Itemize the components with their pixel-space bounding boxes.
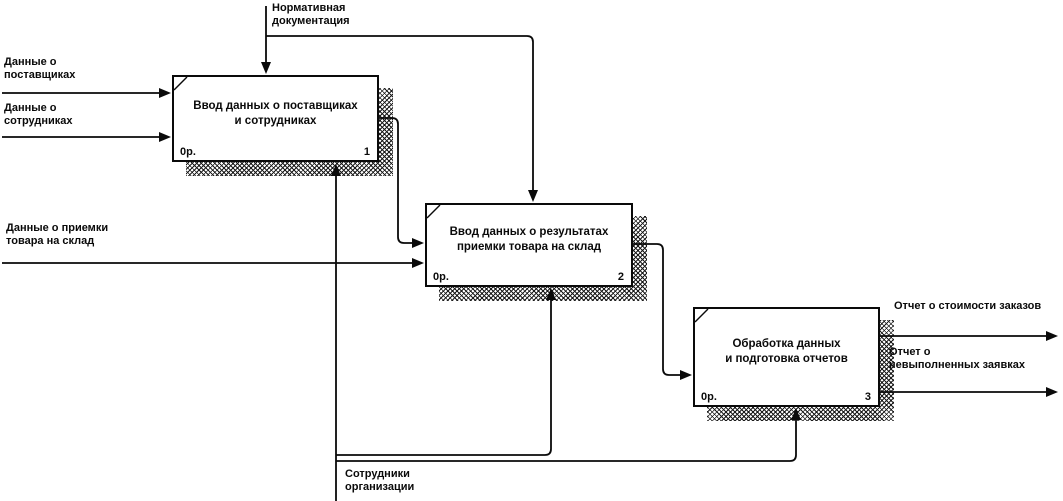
mechanism-line-to-box3 — [336, 420, 797, 462]
label-input-goods-acceptance-data: Данные о приемки товара на склад — [6, 222, 109, 247]
activity-box-2-number: 2 — [617, 271, 624, 283]
arrowhead-input-goods — [412, 258, 424, 268]
activity-box-2-cost: 0р. — [433, 271, 449, 283]
activity-box-1: Ввод данных о поставщиках и сотрудниках … — [172, 75, 379, 162]
arrowhead-control-box1 — [261, 62, 271, 74]
label-input-employees-data: Данные о сотрудниках — [4, 102, 73, 127]
arrowhead-control-box2 — [528, 190, 538, 202]
activity-box-3-number: 3 — [864, 391, 871, 403]
arrowhead-output-orders-cost — [1046, 331, 1058, 341]
activity-box-1-title: Ввод данных о поставщиках и сотрудниках — [193, 99, 358, 127]
activity-box-3: Обработка данных и подготовка отчетов 0р… — [693, 307, 880, 407]
activity-box-1-number: 1 — [363, 146, 370, 158]
activity-box-3-title: Обработка данных и подготовка отчетов — [725, 338, 848, 365]
activity-box-1-cost: 0р. — [180, 146, 196, 158]
arrowhead-box2-to-box3 — [680, 370, 692, 380]
label-control-normative-docs: Нормативная документация — [272, 2, 350, 27]
label-mechanism-org-staff: Сотрудники организации — [345, 468, 415, 493]
arrowhead-input-employees — [159, 132, 171, 142]
mechanism-line-to-box2 — [336, 300, 552, 456]
label-output-unfulfilled-report: Отчет о невыполненных заявках — [889, 346, 1025, 371]
arrowhead-box1-to-box2 — [412, 238, 424, 248]
arrowhead-output-unfulfilled — [1046, 387, 1058, 397]
arrowhead-input-suppliers — [159, 88, 171, 98]
activity-box-2: Ввод данных о результатах приемки товара… — [425, 203, 633, 287]
activity-box-3-cost: 0р. — [701, 391, 717, 403]
activity-box-2-title: Ввод данных о результатах приемки товара… — [449, 226, 609, 253]
label-input-suppliers-data: Данные о поставщиках — [4, 56, 76, 81]
label-output-orders-cost-report: Отчет о стоимости заказов — [894, 300, 1042, 312]
